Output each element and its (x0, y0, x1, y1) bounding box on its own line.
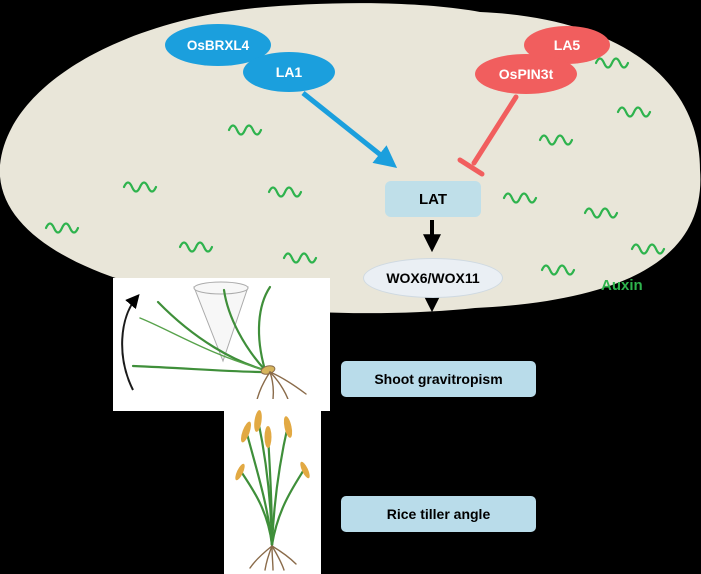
rice-panicle (235, 463, 245, 481)
auxin-squiggle-icon (44, 222, 80, 234)
gravitropism-bending-arrow (121, 293, 140, 391)
cone-top (193, 281, 249, 295)
seedling-stem (131, 364, 267, 374)
auxin-squiggle-icon (538, 134, 574, 146)
auxin-squiggle-icon (282, 252, 318, 264)
seedling-stem (222, 288, 267, 372)
tiller-stem (238, 468, 274, 547)
tiller-root (249, 545, 273, 569)
activation-arrow-la1-lat (301, 91, 398, 169)
auxin-squiggle-icon (540, 264, 576, 276)
rice-panicle (241, 421, 251, 443)
shoot-gravitropism-photo (113, 278, 330, 411)
seedling-leaf (139, 317, 266, 371)
auxin-squiggle-icon (583, 207, 619, 219)
seedling-root (269, 371, 307, 395)
node-lat: LAT (385, 181, 481, 217)
rice-panicle (283, 416, 293, 438)
tiller-stem (270, 466, 307, 547)
shoot-gravitropism-box: Shoot gravitropism (341, 361, 536, 397)
rice-plant-photo (224, 399, 321, 574)
auxin-squiggle-icon (178, 241, 214, 253)
rice-panicle (254, 410, 262, 432)
node-ospin3t: OsPIN3t (475, 54, 577, 94)
inhibition-line-ospin3t-lat (471, 94, 519, 166)
auxin-squiggle-icon (630, 243, 666, 255)
auxin-squiggle-icon (594, 57, 630, 69)
rice-panicle (300, 461, 310, 479)
auxin-squiggle-icon (616, 106, 652, 118)
auxin-label: Auxin (601, 277, 643, 294)
tiller-root (271, 545, 274, 571)
node-wox6-wox11: WOX6/WOX11 (363, 258, 503, 298)
tiller-root (271, 545, 297, 565)
auxin-squiggle-icon (227, 124, 263, 136)
inhibition-tbar-cap (457, 157, 485, 177)
auxin-squiggle-icon (502, 192, 538, 204)
seedling-stem (257, 285, 272, 372)
tiller-root (271, 545, 285, 571)
auxin-molecules (44, 57, 666, 276)
auxin-squiggle-icon (122, 181, 158, 193)
pathway-arrows (301, 91, 519, 313)
tiller-root (264, 545, 273, 571)
node-la1: LA1 (243, 52, 335, 92)
auxin-squiggle-icon (267, 186, 303, 198)
rice-panicle (264, 426, 272, 448)
rice-tiller-angle-box: Rice tiller angle (341, 496, 536, 532)
node-osbrxl4: OsBRXL4 (165, 24, 271, 66)
